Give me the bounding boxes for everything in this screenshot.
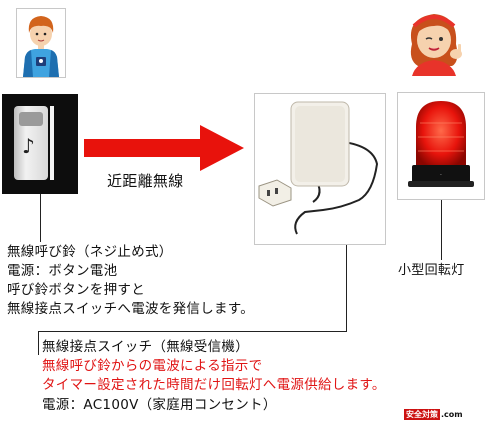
doorbell-desc-line-1: 無線呼び鈴（ネジ止め式）	[7, 244, 173, 260]
wireless-doorbell-photo: ♪	[2, 94, 78, 194]
receiver-connector-v	[346, 245, 347, 332]
receiver-title: 無線接点スイッチ（無線受信機）	[42, 339, 249, 355]
doorbell-desc-line-3: 呼び鈴ボタンを押すと	[7, 282, 145, 298]
wireless-receiver-photo	[254, 93, 386, 245]
site-logo-text: 安全対策	[404, 408, 440, 420]
receiver-connector-h	[38, 331, 347, 332]
music-note-icon: ♪	[22, 134, 35, 158]
receiver-desc-line-1: 無線呼び鈴からの電波による指示で	[42, 358, 263, 374]
boy-avatar-icon	[16, 8, 66, 78]
receiver-connector-down	[38, 331, 39, 355]
lamp-connector-line	[441, 200, 442, 260]
rotating-lamp-photo: ·	[397, 92, 485, 200]
doorbell-connector-line	[40, 194, 41, 242]
arrow-label: 近距離無線	[107, 172, 184, 190]
woman-avatar-icon	[398, 4, 474, 76]
receiver-desc-line-2: タイマー設定された時間だけ回転灯へ電源供給します。	[42, 377, 386, 393]
receiver-power: 電源：AC100V（家庭用コンセント）	[42, 397, 277, 413]
svg-text:·: ·	[440, 172, 442, 179]
doorbell-desc-line-2: 電源：ボタン電池	[7, 263, 118, 279]
doorbell-desc-line-4: 無線接点スイッチへ電波を発信します。	[7, 301, 255, 317]
red-arrow-icon	[84, 125, 244, 171]
lamp-label: 小型回転灯	[398, 263, 465, 278]
site-logo-suffix: .com	[441, 409, 463, 419]
site-logo: 安全対策 .com	[404, 408, 463, 420]
